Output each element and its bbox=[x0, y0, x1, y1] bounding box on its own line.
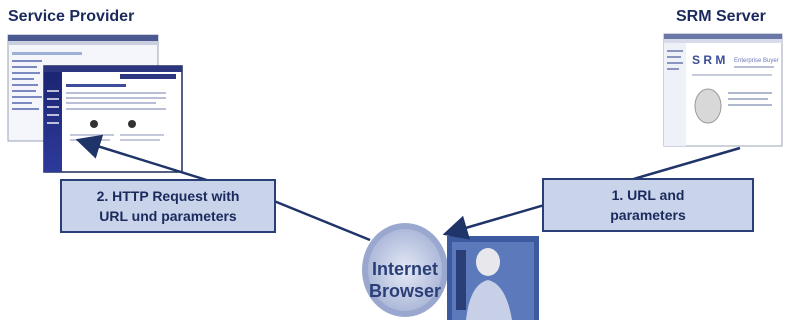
srm-server-screenshot: S R M Enterprise Buyer bbox=[663, 33, 783, 147]
internet-browser-label: Internet Browser bbox=[360, 258, 450, 302]
http-request-line-2: URL und parameters bbox=[99, 208, 237, 224]
http-request-box: 2. HTTP Request with URL und parameters bbox=[60, 179, 276, 233]
internet-browser-graphic bbox=[362, 223, 539, 320]
srm-logo-text: S R M bbox=[692, 53, 725, 67]
connector-browser-to-box-2 bbox=[273, 199, 371, 242]
browser-label-line-1: Internet bbox=[371, 259, 438, 279]
url-parameters-line-1: 1. URL and bbox=[611, 187, 685, 203]
srm-product-text: Enterprise Buyer bbox=[734, 58, 779, 64]
url-parameters-line-2: parameters bbox=[610, 207, 686, 223]
service-provider-title: Service Provider bbox=[8, 8, 135, 25]
http-request-line-1: 2. HTTP Request with bbox=[96, 188, 240, 204]
browser-label-line-2: Browser bbox=[368, 281, 442, 301]
person-icon bbox=[476, 248, 500, 276]
service-provider-front-screenshot bbox=[43, 65, 183, 173]
srm-server-title: SRM Server bbox=[676, 8, 766, 25]
url-parameters-box: 1. URL and parameters bbox=[542, 178, 754, 232]
